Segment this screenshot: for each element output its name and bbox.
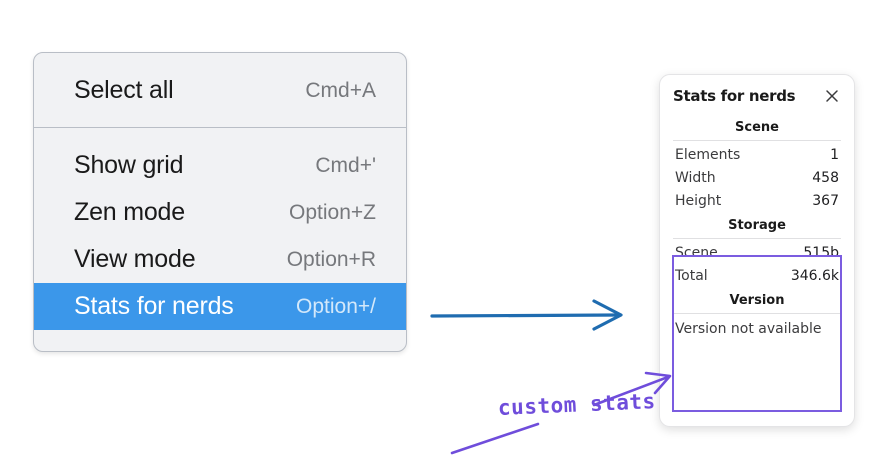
stats-section-storage: Storage Scene 515b Total 346.6k — [673, 213, 841, 288]
section-heading: Version — [729, 293, 785, 308]
blue-arrow — [430, 299, 623, 331]
table-row: Width 458 — [673, 167, 841, 190]
menu-item-label: Show grid — [74, 151, 184, 179]
stat-key: Height — [675, 193, 722, 209]
stat-value: 367 — [812, 193, 839, 209]
menu-item-shortcut: Option+/ — [296, 294, 376, 318]
stat-value: 515b — [803, 245, 839, 261]
stats-for-nerds-panel: Stats for nerds Scene Elements 1 Width 4… — [659, 74, 855, 427]
stat-key: Elements — [675, 147, 741, 163]
handwritten-note: custom stats — [497, 389, 657, 420]
menu-item-label: Zen mode — [74, 198, 185, 226]
stat-value: 458 — [812, 170, 839, 186]
menu-item-stats-for-nerds[interactable]: Stats for nerds Option+/ — [34, 283, 406, 330]
section-heading: Scene — [735, 120, 779, 135]
menu-group-2: Show grid Cmd+' Zen mode Option+Z View m… — [34, 128, 406, 346]
stat-value: 346.6k — [790, 268, 839, 284]
stat-key: Scene — [675, 245, 718, 261]
menu-item-shortcut: Option+R — [286, 247, 376, 271]
section-rule — [673, 238, 841, 239]
section-rule — [673, 140, 841, 141]
menu-item-show-grid[interactable]: Show grid Cmd+' — [34, 142, 406, 189]
menu-separator — [34, 127, 406, 128]
stat-key: Width — [675, 170, 716, 186]
menu-item-shortcut: Cmd+' — [315, 153, 376, 177]
table-row: Total 346.6k — [673, 265, 841, 288]
purple-underline-stroke — [450, 422, 540, 455]
menu-item-shortcut: Option+Z — [289, 200, 376, 224]
menu-item-label: View mode — [74, 245, 196, 273]
menu-item-view-mode[interactable]: View mode Option+R — [34, 236, 406, 283]
menu-group-1: Select all Cmd+A — [34, 53, 406, 127]
menu-item-select-all[interactable]: Select all Cmd+A — [34, 67, 406, 114]
menu-item-zen-mode[interactable]: Zen mode Option+Z — [34, 189, 406, 236]
stats-section-scene: Scene Elements 1 Width 458 Height 367 — [673, 115, 841, 213]
canvas-context-menu[interactable]: Select all Cmd+A Show grid Cmd+' Zen mod… — [33, 52, 407, 352]
stat-value: 1 — [830, 147, 839, 163]
stats-section-version: Version Version not available — [673, 288, 841, 341]
menu-item-label: Stats for nerds — [74, 292, 234, 320]
menu-bottom-padding — [34, 330, 406, 346]
close-icon[interactable] — [823, 87, 841, 105]
section-heading: Storage — [728, 218, 786, 233]
stat-key: Total — [675, 268, 708, 284]
table-row: Height 367 — [673, 190, 841, 213]
stats-panel-title: Stats for nerds — [673, 87, 796, 105]
menu-item-shortcut: Cmd+A — [305, 78, 376, 102]
section-rule — [673, 313, 841, 314]
stats-panel-header: Stats for nerds — [673, 87, 841, 105]
menu-item-label: Select all — [74, 76, 174, 104]
table-row: Elements 1 — [673, 144, 841, 167]
table-row: Scene 515b — [673, 242, 841, 265]
version-value: Version not available — [675, 321, 822, 337]
